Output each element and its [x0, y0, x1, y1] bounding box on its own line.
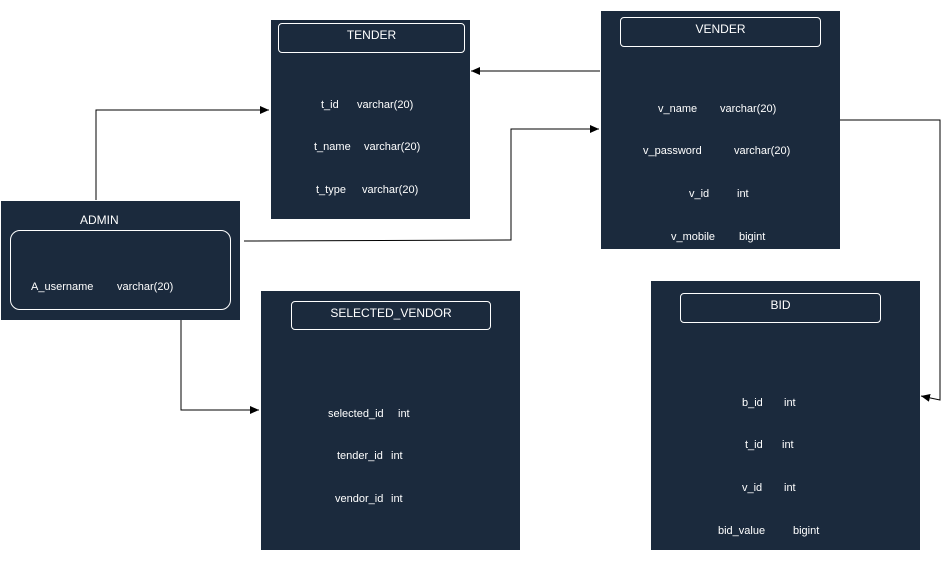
vender-entity[interactable]: VENDER v_name varchar(20) v_password varch…	[601, 11, 840, 372]
field-type: int	[398, 407, 410, 420]
field-name: b_id	[742, 396, 763, 409]
connectors-layer	[95, 67, 941, 414]
field-type: int	[784, 396, 796, 409]
field-name: v_password	[643, 145, 702, 158]
admin-entity[interactable]: ADMIN A_username varchar(20) A_password va…	[1, 201, 240, 335]
admin-title: ADMIN	[80, 213, 119, 227]
connector-vender-bid	[840, 119, 941, 402]
field-type: varchar(200)	[365, 270, 428, 283]
field-type: int	[399, 227, 411, 240]
vender-title: VENDER	[620, 17, 821, 47]
connector-admin-vender	[243, 125, 599, 242]
field-type: int	[737, 188, 749, 201]
selected-vendor-title: SELECTED_VENDOR	[291, 301, 491, 330]
field-type: bigint	[793, 525, 820, 538]
field-name: v_name	[658, 102, 698, 115]
field-name: v_id	[742, 482, 763, 495]
admin-fields: A_username varchar(20) A_password varchar(…	[31, 251, 173, 365]
field-type: int	[784, 482, 796, 495]
admin-fields-box	[10, 230, 231, 310]
tender-entity[interactable]: TENDER t_id varchar(20) t_name varchar(20)…	[271, 20, 470, 368]
field-type: varchar(20)	[734, 145, 791, 158]
selected-vendor-title-text: SELECTED_VENDOR	[330, 306, 452, 320]
tender-title-text: TENDER	[346, 28, 397, 42]
field-name: t_name	[314, 141, 351, 154]
admin-title-text: ADMIN	[80, 213, 119, 227]
connector-admin-tender	[95, 106, 269, 200]
field-name: vendor_id	[335, 493, 384, 506]
field-name: t_desc	[306, 270, 339, 283]
bid-title-text: BID	[770, 298, 791, 312]
tender-title: TENDER	[278, 23, 465, 53]
field-type: int	[391, 450, 403, 463]
field-name: t_type	[316, 184, 346, 197]
field-name: v_mobile	[671, 231, 716, 244]
field-name: tender_id	[337, 450, 383, 463]
field-name: A_username	[31, 280, 94, 293]
field-type: int	[391, 493, 403, 506]
field-type: varchar(20)	[117, 323, 174, 336]
field-name: v_id	[689, 188, 710, 201]
field-type: varchar(20)	[364, 141, 421, 154]
field-type: varchar(20)	[357, 98, 414, 111]
field-type: varchar(20)	[117, 280, 174, 293]
field-name: t_id	[745, 439, 763, 452]
vender-title-text: VENDER	[695, 22, 746, 36]
field-name: selected_id	[328, 407, 384, 420]
field-type: varchar(20)	[720, 102, 777, 115]
field-name: A_password	[31, 323, 92, 336]
field-type: int	[782, 439, 794, 452]
field-name: t_id	[321, 98, 339, 111]
field-name: t_st_price	[327, 227, 375, 240]
connector-admin-selected-vendor	[180, 320, 259, 414]
field-name: bid_value	[718, 525, 766, 538]
bid-title: BID	[680, 293, 881, 323]
field-type: bigint	[739, 231, 766, 244]
field-type: varchar(20)	[362, 184, 419, 197]
